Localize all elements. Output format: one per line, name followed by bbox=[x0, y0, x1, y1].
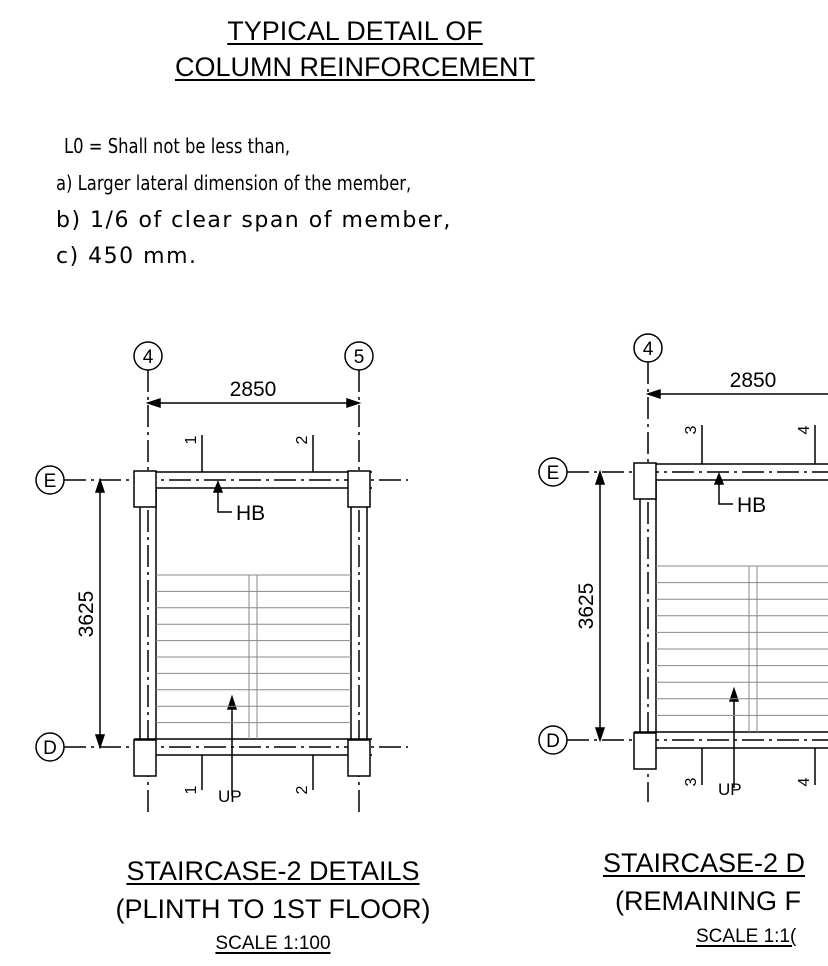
note-c: c) 450 mm. bbox=[56, 244, 198, 269]
section-label-bottom-3: 3 bbox=[683, 777, 700, 786]
column-d4 bbox=[133, 739, 157, 777]
dim-arrow-width-right bbox=[645, 388, 661, 400]
dim-label-width: 2850 bbox=[230, 378, 277, 401]
column-d4-right bbox=[633, 732, 657, 770]
grid-label-d: D bbox=[43, 738, 57, 759]
note-b: b) 1/6 of clear span of member, bbox=[56, 208, 452, 233]
grid-label-e-right: E bbox=[547, 463, 560, 484]
left-plan-subtitle: (PLINTH TO 1ST FLOOR) bbox=[115, 894, 431, 924]
section-label-top-4: 4 bbox=[796, 425, 813, 434]
beam-label-hb-right: HB bbox=[737, 494, 766, 517]
up-label-right: UP bbox=[718, 780, 742, 799]
grid-label-d-right: D bbox=[546, 731, 560, 752]
grid-label-4-right: 4 bbox=[643, 339, 654, 360]
hb-arrow-right bbox=[713, 471, 725, 485]
dim-arrows-height bbox=[94, 477, 106, 750]
grid-label-5: 5 bbox=[354, 347, 365, 368]
right-plan-labels: 4 E D 2850 3625 HB UP 3 4 3 4 bbox=[546, 339, 813, 799]
section-label-top-2: 2 bbox=[294, 435, 311, 444]
right-plan-scale: SCALE 1:1( bbox=[696, 926, 797, 947]
beam-label-hb: HB bbox=[236, 502, 265, 525]
drawing-title-line2: COLUMN REINFORCEMENT bbox=[174, 52, 535, 82]
up-arrow-head bbox=[226, 694, 238, 710]
column-e4 bbox=[133, 470, 157, 508]
column-e4-right bbox=[633, 462, 657, 500]
left-stair-treads bbox=[156, 574, 351, 739]
section-label-top-3: 3 bbox=[683, 425, 700, 434]
section-label-top-1: 1 bbox=[183, 435, 200, 444]
right-plan-subtitle: (REMAINING F bbox=[615, 886, 801, 916]
column-e5 bbox=[347, 470, 371, 508]
right-staircase-plan bbox=[538, 333, 828, 802]
hb-arrow bbox=[212, 479, 224, 493]
section-label-bottom-1: 1 bbox=[183, 785, 200, 794]
dim-label-width-right: 2850 bbox=[730, 369, 777, 392]
left-plan-labels: 4 5 E D 2850 3625 HB UP 1 2 1 2 bbox=[43, 347, 364, 806]
left-plan-scale: SCALE 1:100 bbox=[215, 933, 331, 954]
left-plan-title: STAIRCASE-2 DETAILS bbox=[126, 856, 420, 886]
note-lo: L0 = Shall not be less than, bbox=[64, 134, 291, 158]
right-plan-title: STAIRCASE-2 D bbox=[603, 848, 806, 878]
left-staircase-plan bbox=[35, 341, 408, 812]
note-a: a) Larger lateral dimension of the membe… bbox=[56, 171, 412, 195]
dim-arrows-height-right bbox=[594, 469, 606, 743]
right-stair-treads bbox=[656, 565, 828, 732]
grid-label-e: E bbox=[44, 471, 57, 492]
dim-label-height-right: 3625 bbox=[575, 583, 598, 630]
dim-arrows-width bbox=[145, 397, 362, 409]
section-label-bottom-4: 4 bbox=[796, 777, 813, 786]
grid-label-4: 4 bbox=[143, 347, 154, 368]
dim-label-height: 3625 bbox=[75, 591, 98, 638]
up-arrow-head-right bbox=[728, 686, 740, 702]
section-label-bottom-2: 2 bbox=[294, 785, 311, 794]
up-label: UP bbox=[218, 787, 242, 806]
drawing-title-line1: TYPICAL DETAIL OF bbox=[227, 16, 483, 46]
column-d5 bbox=[347, 739, 371, 777]
